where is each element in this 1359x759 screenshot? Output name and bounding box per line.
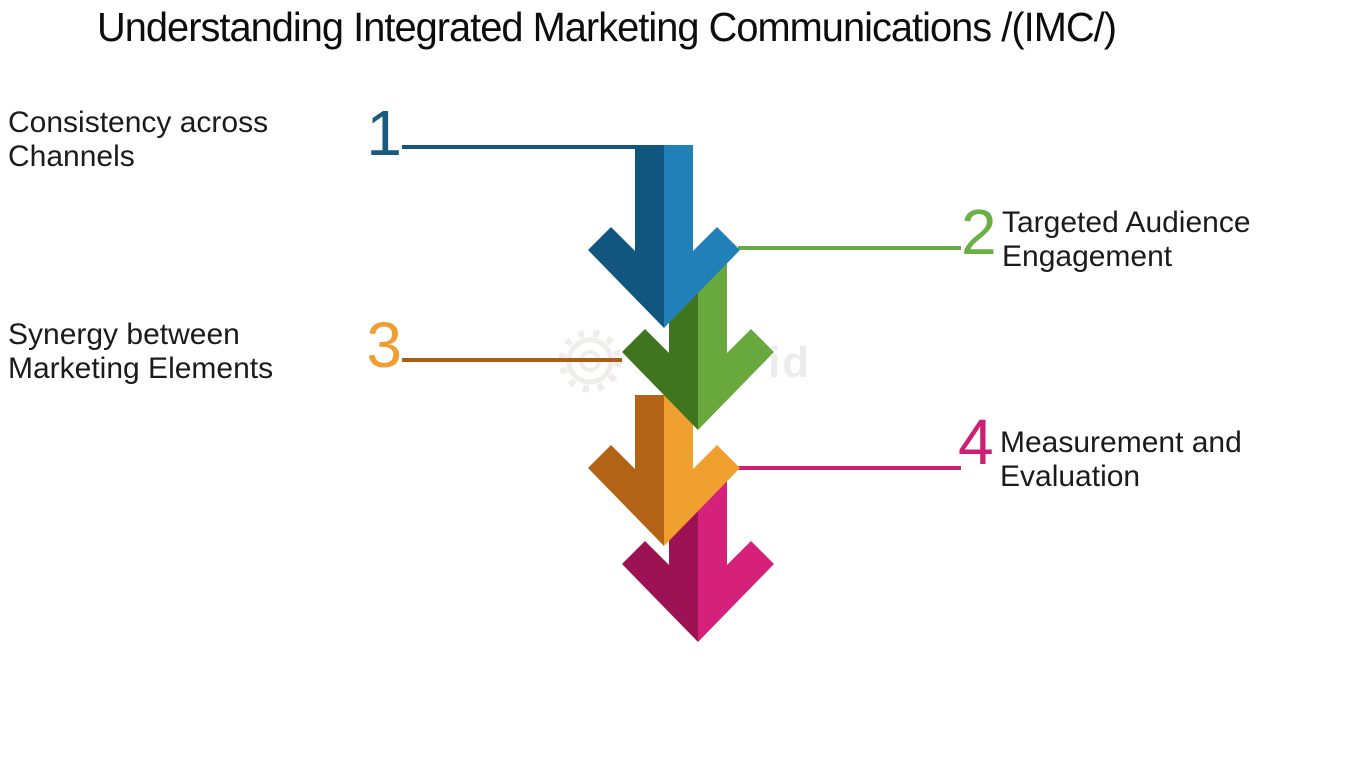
- item-1-label: Consistency across Channels: [8, 106, 268, 174]
- page-title: Understanding Integrated Marketing Commu…: [97, 4, 1117, 50]
- item-1-connector-line: [402, 145, 639, 149]
- item-4-label-line1: Measurement and: [1000, 426, 1242, 459]
- item-4-number: 4: [958, 406, 994, 478]
- arrow-1-head-right: [664, 227, 740, 328]
- arrow-2-head-left: [622, 329, 698, 430]
- item-3-number: 3: [366, 309, 402, 381]
- arrow-3-head-left: [588, 445, 664, 546]
- arrow-3-head-right: [664, 445, 740, 546]
- item-2-label-line1: Targeted Audience: [1002, 206, 1251, 239]
- item-2-label-line2: Engagement: [1002, 240, 1173, 273]
- item-1-number: 1: [366, 97, 402, 169]
- arrow-4-head-right: [698, 541, 774, 642]
- item-2-connector-line: [738, 246, 961, 250]
- arrow-4-head-left: [622, 541, 698, 642]
- arrow-1-head-left: [588, 227, 664, 328]
- item-4-label-line2: Evaluation: [1000, 460, 1141, 493]
- item-3-label-line1: Synergy between: [8, 318, 240, 351]
- item-1-label-line1: Consistency across: [8, 106, 269, 139]
- item-2-number: 2: [961, 196, 997, 268]
- item-4-label: Measurement and Evaluation: [1000, 426, 1242, 494]
- watermark-partial-text: id: [768, 338, 812, 387]
- item-3-label: Synergy between Marketing Elements: [8, 318, 273, 386]
- item-3-connector-line: [402, 358, 622, 362]
- item-1-label-line2: Channels: [8, 140, 135, 173]
- arrow-2-head-right: [698, 329, 774, 430]
- item-2-label: Targeted Audience Engagement: [1002, 206, 1251, 274]
- item-3-label-line2: Marketing Elements: [8, 352, 274, 385]
- item-4-connector-line: [738, 466, 961, 470]
